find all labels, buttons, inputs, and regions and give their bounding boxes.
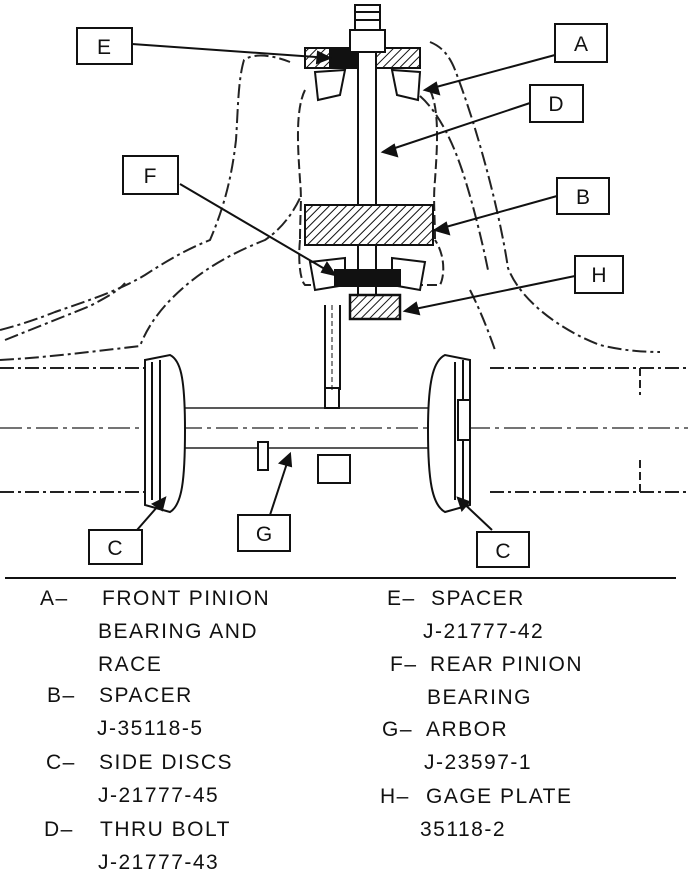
- legend-part-number: J-23597-1: [424, 751, 533, 774]
- legend-item-e: E– SPACER J-21777-42: [387, 582, 677, 648]
- legend-item-h: H– GAGE PLATE 35118-2: [380, 780, 670, 846]
- legend-key: H–: [380, 785, 410, 808]
- svg-text:E: E: [97, 36, 111, 59]
- axle-tube: [0, 367, 688, 493]
- legend-item-f: F– REAR PINION BEARING: [390, 648, 680, 714]
- legend-label: BEARING: [427, 686, 533, 709]
- svg-text:G: G: [256, 523, 272, 546]
- legend-part-number: J-21777-42: [423, 620, 545, 643]
- spacer-b: [304, 204, 434, 246]
- legend-part-number: J-21777-43: [98, 851, 220, 874]
- callout-e: E: [76, 27, 133, 65]
- callout-g: G: [237, 514, 291, 552]
- arbor: [257, 387, 351, 484]
- gage-plate: [348, 293, 402, 321]
- svg-text:B: B: [576, 186, 590, 209]
- legend-item-b: B– SPACER J-35118-5: [47, 679, 347, 745]
- callout-d: D: [529, 84, 584, 123]
- legend-label: GAGE PLATE: [426, 785, 573, 808]
- legend-item-g: G– ARBOR J-23597-1: [382, 713, 672, 779]
- leader-lines: [131, 43, 576, 531]
- legend-key: F–: [390, 653, 418, 676]
- legend-divider: [5, 577, 676, 579]
- svg-text:H: H: [591, 264, 606, 287]
- legend-label: FRONT PINION: [102, 587, 271, 610]
- svg-text:A: A: [574, 33, 588, 56]
- thru-bolt-stem: [324, 305, 341, 390]
- callout-f: F: [122, 155, 179, 195]
- legend-label: ARBOR: [426, 718, 509, 741]
- legend-label: THRU BOLT: [100, 818, 231, 841]
- legend-label: BEARING AND: [98, 620, 259, 643]
- legend-part-number: J-35118-5: [97, 717, 204, 740]
- side-disc-left: [144, 353, 187, 514]
- legend-item-c: C– SIDE DISCS J-21777-45: [46, 746, 346, 812]
- svg-text:C: C: [495, 540, 510, 563]
- legend-part-number: J-21777-45: [98, 784, 220, 807]
- callout-c-left: C: [88, 529, 143, 565]
- svg-text:D: D: [548, 93, 563, 116]
- thru-bolt: [349, 4, 386, 298]
- pinion-gage-diagram: E A D F B H C G C: [0, 4, 688, 568]
- legend-part-number: 35118-2: [420, 818, 507, 841]
- legend-label: SPACER: [99, 684, 193, 707]
- callout-h: H: [574, 255, 624, 294]
- legend-item-d: D– THRU BOLT J-21777-43: [44, 813, 344, 874]
- legend-item-a: A– FRONT PINION BEARING AND RACE: [40, 582, 340, 682]
- callout-c-right: C: [476, 531, 530, 568]
- callout-a: A: [554, 23, 608, 63]
- legend-label: RACE: [98, 653, 163, 676]
- carrier-housing: [0, 41, 661, 361]
- callout-b: B: [556, 177, 610, 215]
- legend-key: E–: [387, 587, 416, 610]
- legend-key: G–: [382, 718, 414, 741]
- legend-key: A–: [40, 587, 69, 610]
- legend-key: D–: [44, 818, 74, 841]
- legend-label: SPACER: [431, 587, 525, 610]
- svg-text:C: C: [107, 537, 122, 560]
- side-disc-right: [426, 353, 471, 514]
- legend-label: REAR PINION: [430, 653, 584, 676]
- svg-text:F: F: [144, 165, 157, 188]
- legend-key: C–: [46, 751, 76, 774]
- legend-key: B–: [47, 684, 76, 707]
- legend-label: SIDE DISCS: [99, 751, 234, 774]
